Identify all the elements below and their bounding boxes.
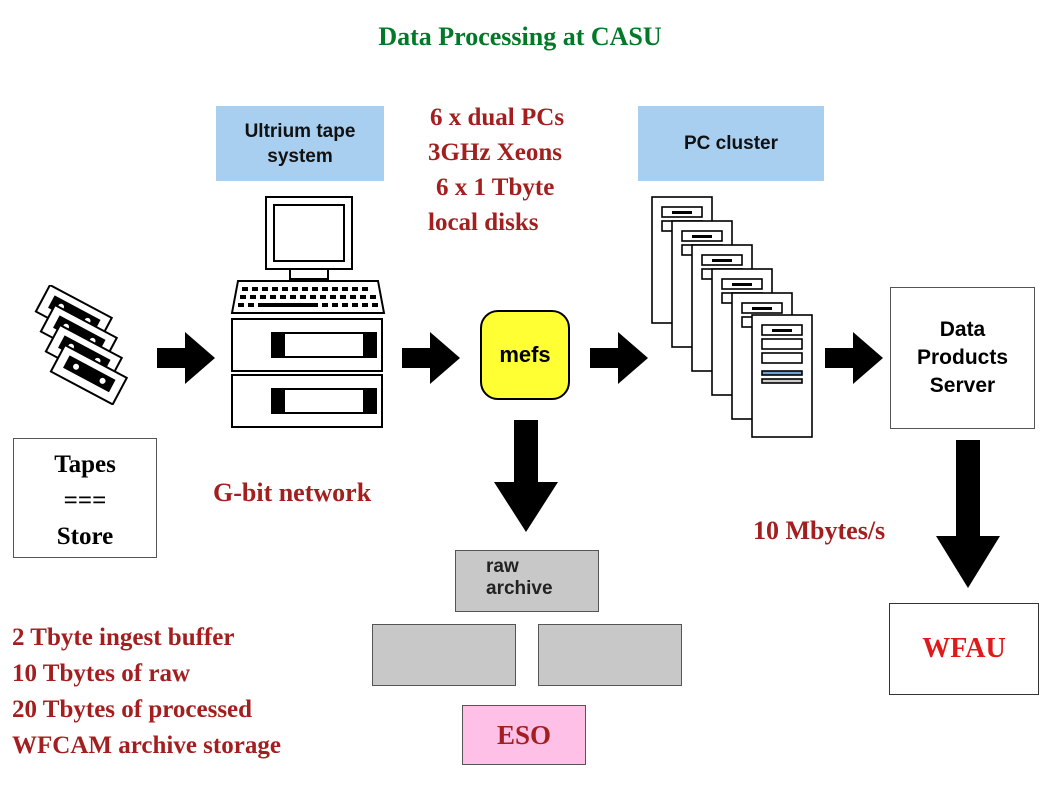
- arrow-down-icon: [936, 440, 1000, 588]
- tapes-store-line: ===: [63, 487, 107, 514]
- wfau-label: WFAU: [922, 633, 1006, 664]
- arrow-down-icon: [494, 420, 558, 532]
- pc-spec-line: 6 x dual PCs: [430, 104, 565, 131]
- tapes-icon: [34, 285, 129, 405]
- pc-cluster-label: PC cluster: [638, 106, 824, 181]
- tapes-store-line: Store: [56, 523, 114, 550]
- storage-unit: [372, 624, 516, 686]
- pc-specs: 6 x dual PCs 3GHz Xeons 6 x 1 Tbyte loca…: [428, 100, 564, 240]
- tape-drive-computer-icon: [230, 196, 386, 428]
- data-products-server-box: Data Products Server: [890, 287, 1035, 429]
- tape-system-label: Ultrium tape system: [216, 106, 384, 181]
- raw-archive-line: archive: [486, 578, 553, 599]
- rate-label: 10 Mbytes/s: [753, 516, 886, 545]
- storage-note-line: 2 Tbyte ingest buffer: [12, 624, 235, 651]
- pc-cluster-label-text: PC cluster: [684, 133, 778, 154]
- tape-system-label-text: Ultrium tape system: [244, 120, 356, 167]
- storage-notes: 2 Tbyte ingest buffer 10 Tbytes of raw 2…: [12, 620, 281, 764]
- raw-archive-line: raw: [486, 556, 519, 577]
- mefs-node: mefs: [480, 310, 570, 400]
- storage-note-line: 20 Tbytes of processed: [12, 696, 253, 723]
- pc-spec-line: 3GHz Xeons: [428, 139, 563, 166]
- page-title: Data Processing at CASU: [378, 22, 662, 51]
- storage-note-line: WFCAM archive storage: [12, 732, 281, 759]
- arrow-right-icon: [590, 332, 648, 384]
- server-label-line: Data: [939, 318, 986, 341]
- pc-spec-line: 6 x 1 Tbyte: [436, 174, 555, 201]
- storage-note-line: 10 Tbytes of raw: [12, 660, 191, 687]
- eso-label: ESO: [496, 719, 552, 750]
- pc-cluster-icon: [651, 196, 813, 438]
- server-label-line: Server: [929, 374, 996, 397]
- wfau-box: WFAU: [889, 603, 1039, 695]
- eso-box: ESO: [462, 705, 586, 765]
- pc-spec-line: local disks: [428, 209, 539, 236]
- tapes-store-line: Tapes: [54, 451, 116, 478]
- raw-archive-box: raw archive: [455, 550, 599, 612]
- tapes-store-box: Tapes === Store: [13, 438, 157, 558]
- arrow-right-icon: [157, 332, 215, 384]
- arrow-right-icon: [402, 332, 460, 384]
- storage-unit: [538, 624, 682, 686]
- network-label: G-bit network: [213, 478, 372, 507]
- mefs-label: mefs: [499, 342, 551, 367]
- arrow-right-icon: [825, 332, 883, 384]
- server-label-line: Products: [916, 346, 1008, 369]
